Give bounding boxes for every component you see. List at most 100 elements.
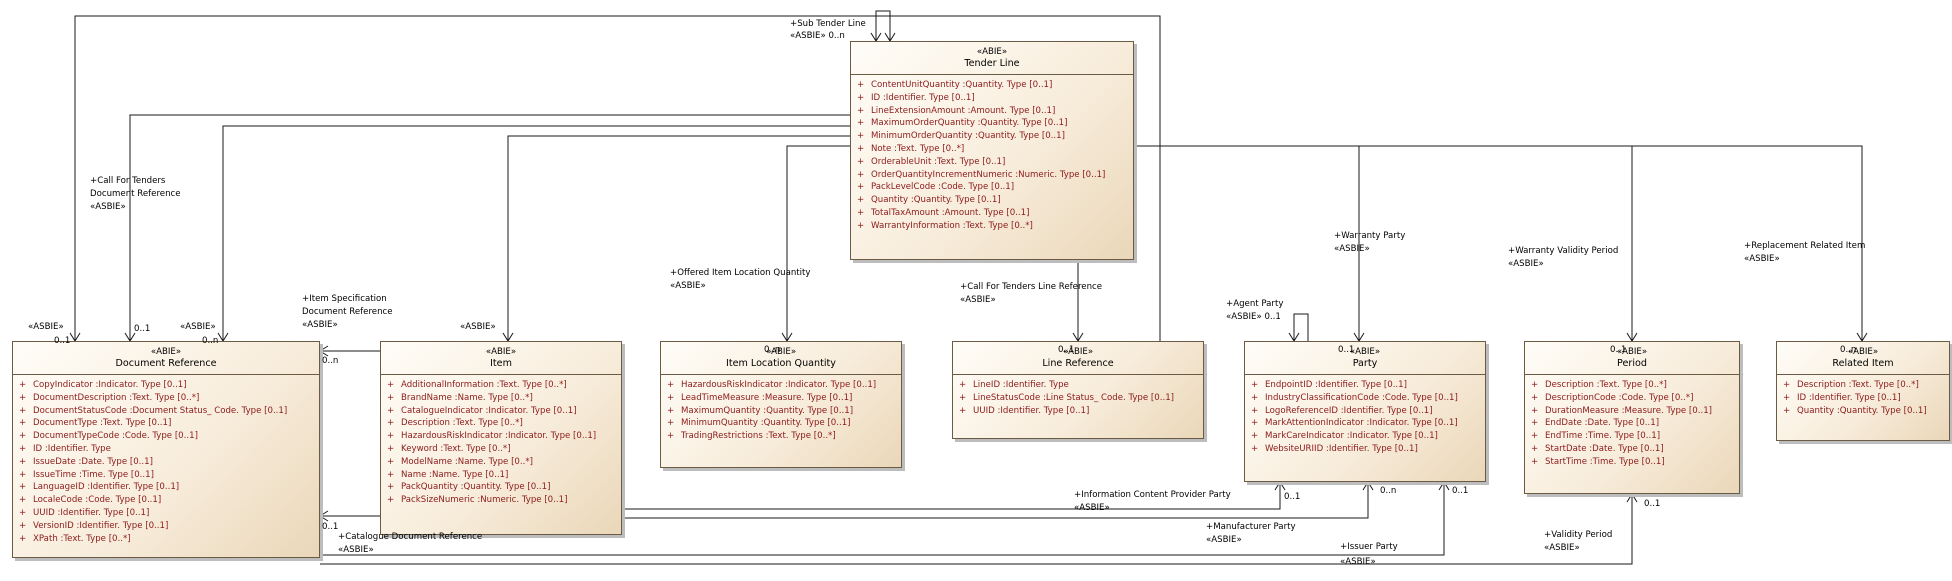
role-label: +Offered Item Location Quantity [670, 268, 811, 278]
attribute: PackSizeNumeric :Numeric. Type [0..1] [387, 494, 617, 507]
class-name: Period [1617, 358, 1647, 369]
class-name: Tender Line [964, 58, 1020, 69]
attribute: OrderQuantityIncrementNumeric :Numeric. … [857, 169, 1129, 182]
class-document-reference[interactable]: «ABIE» Document Reference CopyIndicator … [12, 341, 320, 558]
attribute: BrandName :Name. Type [0..*] [387, 392, 617, 405]
attribute: ContentUnitQuantity :Quantity. Type [0..… [857, 79, 1129, 92]
attribute: Keyword :Text. Type [0..*] [387, 443, 617, 456]
class-name: Party [1352, 358, 1378, 369]
attribute: Quantity :Quantity. Type [0..1] [1783, 405, 1945, 418]
attribute: IssueTime :Time. Type [0..1] [19, 469, 315, 482]
role-stereotype: «ASBIE» [1074, 503, 1110, 513]
attribute: PackLevelCode :Code. Type [0..1] [857, 181, 1129, 194]
attribute-list: HazardousRiskIndicator :Indicator. Type … [661, 375, 901, 449]
stereotype: «ABIE» [150, 347, 182, 357]
multiplicity: 0..1 [322, 522, 339, 532]
class-name: Item Location Quantity [726, 358, 836, 369]
attribute: StartTime :Time. Type [0..1] [1531, 456, 1735, 469]
multiplicity: 0..n [764, 345, 781, 355]
role-label: +Agent Party [1226, 299, 1284, 309]
attribute: ID :Identifier. Type [19, 443, 315, 456]
attribute: EndTime :Time. Type [0..1] [1531, 430, 1735, 443]
class-line-reference[interactable]: «ABIE» Line Reference LineID :Identifier… [952, 341, 1204, 439]
attribute: Note :Text. Type [0..*] [857, 143, 1129, 156]
attribute: PackQuantity :Quantity. Type [0..1] [387, 481, 617, 494]
class-name: Line Reference [1042, 358, 1114, 369]
attribute: EndDate :Date. Type [0..1] [1531, 417, 1735, 430]
agent-party-connector [1293, 313, 1309, 341]
role-stereotype: «ASBIE» [1544, 543, 1580, 553]
role-label: +Replacement Related Item [1744, 241, 1866, 251]
role-label: +Call For Tenders [90, 176, 166, 186]
class-period[interactable]: «ABIE» Period Description :Text. Type [0… [1524, 341, 1740, 494]
multiplicity: 0..1 [1452, 486, 1469, 496]
role-stereotype: «ASBIE» [1334, 244, 1370, 254]
attribute: MarkAttentionIndicator :Indicator. Type … [1251, 417, 1481, 430]
role-label: +Manufacturer Party [1206, 522, 1296, 532]
attribute: MarkCareIndicator :Indicator. Type [0..1… [1251, 430, 1481, 443]
attribute: LineExtensionAmount :Amount. Type [0..1] [857, 105, 1129, 118]
attribute: DocumentType :Text. Type [0..1] [19, 417, 315, 430]
stereotype: «ABIE» [765, 347, 797, 357]
class-header: «ABIE» Tender Line [851, 42, 1133, 75]
role-stereotype: «ASBIE» [180, 322, 216, 332]
class-item-location-quantity[interactable]: «ABIE» Item Location Quantity HazardousR… [660, 341, 902, 468]
class-header: «ABIE» Document Reference [13, 342, 319, 375]
multiplicity: 0..n [322, 356, 339, 366]
call-for-tenders-docref-connector [129, 114, 850, 341]
class-item[interactable]: «ABIE» Item AdditionalInformation :Text.… [380, 341, 622, 535]
role-stereotype: «ASBIE» [1206, 535, 1242, 545]
attribute: Description :Text. Type [0..*] [387, 417, 617, 430]
multiplicity: 0..1 [54, 336, 71, 346]
attribute: VersionID :Identifier. Type [0..1] [19, 520, 315, 533]
class-tender-line[interactable]: «ABIE» Tender Line ContentUnitQuantity :… [850, 41, 1134, 260]
attribute-list: Description :Text. Type [0..*] ID :Ident… [1777, 375, 1949, 423]
role-stereotype: «ASBIE» 0..n [790, 31, 845, 41]
role-stereotype: «ASBIE» [28, 322, 64, 332]
attribute: TradingRestrictions :Text. Type [0..*] [667, 430, 897, 443]
multiplicity: 0..n [1380, 486, 1397, 496]
stereotype: «ABIE» [1616, 347, 1648, 357]
role-stereotype: «ASBIE» [960, 295, 996, 305]
class-header: «ABIE» Related Item [1777, 342, 1949, 375]
tenderline-to-ilq-connector [786, 145, 850, 341]
attribute: HazardousRiskIndicator :Indicator. Type … [667, 379, 897, 392]
attribute: StartDate :Date. Type [0..1] [1531, 443, 1735, 456]
attribute: Quantity :Quantity. Type [0..1] [857, 194, 1129, 207]
attribute: DocumentDescription :Text. Type [0..*] [19, 392, 315, 405]
tenderline-to-item-connector [507, 135, 850, 341]
attribute: TotalTaxAmount :Amount. Type [0..1] [857, 207, 1129, 220]
multiplicity: 0..1 [1644, 499, 1661, 509]
attribute-list: Description :Text. Type [0..*] Descripti… [1525, 375, 1739, 475]
class-header: «ABIE» Item [381, 342, 621, 375]
attribute: LineStatusCode :Line Status_ Code. Type … [959, 392, 1199, 405]
role-label: +Information Content Provider Party [1074, 490, 1231, 500]
class-header: «ABIE» Item Location Quantity [661, 342, 901, 375]
attribute: Name :Name. Type [0..1] [387, 469, 617, 482]
stereotype: «ABIE» [485, 347, 517, 357]
outer-loop-connector [74, 15, 1161, 343]
attribute: LogoReferenceID :Identifier. Type [0..1] [1251, 405, 1481, 418]
attribute: MaximumOrderQuantity :Quantity. Type [0.… [857, 117, 1129, 130]
stereotype: «ABIE» [1062, 347, 1094, 357]
class-name: Document Reference [115, 358, 217, 369]
attribute-list: CopyIndicator :Indicator. Type [0..1] Do… [13, 375, 319, 551]
multiplicity: 0..1 [1284, 492, 1301, 502]
validity-period-connector [320, 494, 1633, 565]
multiplicity: 0..1 [1610, 345, 1627, 355]
role-stereotype: «ASBIE» [1508, 259, 1544, 269]
role-label: +Sub Tender Line [790, 19, 866, 29]
attribute: ID :Identifier. Type [0..1] [857, 92, 1129, 105]
attribute: ID :Identifier. Type [0..1] [1783, 392, 1945, 405]
class-related-item[interactable]: «ABIE» Related Item Description :Text. T… [1776, 341, 1950, 441]
attribute: EndpointID :Identifier. Type [0..1] [1251, 379, 1481, 392]
class-party[interactable]: «ABIE» Party EndpointID :Identifier. Typ… [1244, 341, 1486, 482]
role-label: +Item Specification [302, 294, 387, 304]
role-label: +Catalogue Document Reference [338, 532, 483, 542]
attribute-list: EndpointID :Identifier. Type [0..1] Indu… [1245, 375, 1485, 462]
stereotype: «ABIE» [1349, 347, 1381, 357]
attribute-list: ContentUnitQuantity :Quantity. Type [0..… [851, 75, 1133, 239]
attribute: UUID :Identifier. Type [0..1] [19, 507, 315, 520]
attribute: LeadTimeMeasure :Measure. Type [0..1] [667, 392, 897, 405]
sub-tender-line-connector [875, 10, 891, 41]
